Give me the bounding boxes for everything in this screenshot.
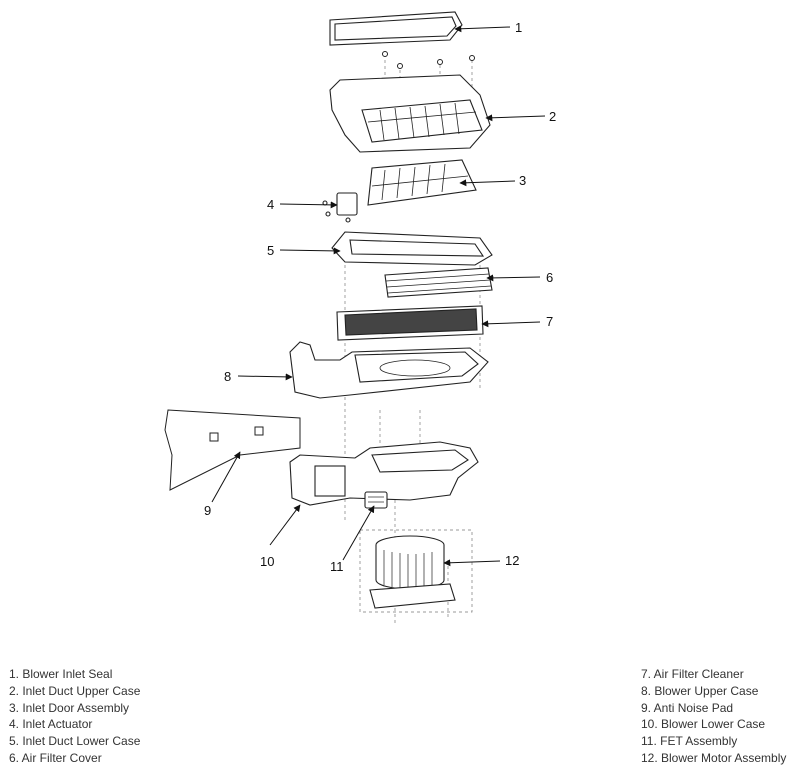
blower-inlet-seal (329, 11, 463, 46)
legend-item: 7. Air Filter Cleaner (641, 667, 744, 681)
callout-5: 5 (267, 243, 274, 258)
legend-right: 7. Air Filter Cleaner 8. Blower Upper Ca… (641, 666, 786, 767)
callout-7: 7 (546, 314, 553, 329)
legend-item: 4. Inlet Actuator (9, 717, 93, 732)
fet-assembly (364, 491, 388, 509)
legend-item: 8. Blower Upper Case (641, 683, 759, 698)
legend-item: 11. FET Assembly (641, 734, 738, 749)
inlet-door-assembly (367, 159, 477, 206)
callout-11: 11 (330, 559, 344, 574)
legend-item: 1. Blower Inlet Seal (9, 667, 113, 681)
legend-item: 10. Blower Lower Case (641, 717, 766, 732)
screw-icon (382, 51, 475, 69)
air-filter-cleaner (336, 305, 484, 341)
air-filter-cover (384, 267, 493, 298)
blower-motor-assembly (359, 529, 473, 613)
inlet-duct-upper-case (329, 74, 491, 153)
legend-item: 6. Air Filter Cover (9, 750, 102, 765)
callout-12: 12 (505, 553, 519, 568)
legend-item: 9. Anti Noise Pad (641, 700, 734, 715)
callout-10: 10 (260, 554, 274, 569)
callout-4: 4 (267, 197, 274, 212)
callout-1: 1 (515, 20, 522, 35)
callout-9: 9 (204, 503, 211, 518)
leader-lines (211, 25, 546, 567)
callout-8: 8 (224, 369, 231, 384)
anti-noise-pad (164, 409, 301, 491)
blower-upper-case (289, 341, 489, 399)
callout-2: 2 (549, 109, 556, 124)
inlet-actuator (322, 192, 358, 223)
legend-left: 1. Blower Inlet Seal 2. Inlet Duct Upper… (9, 666, 140, 767)
legend-item: 5. Inlet Duct Lower Case (9, 734, 141, 749)
legend-item: 12. Blower Motor Assembly (641, 750, 787, 765)
exploded-parts-diagram: 1 2 3 4 5 6 7 8 9 10 11 12 (164, 11, 556, 625)
legend-item: 3. Inlet Door Assembly (9, 700, 130, 715)
legend-item: 2. Inlet Duct Upper Case (9, 683, 141, 698)
callout-3: 3 (519, 173, 526, 188)
blower-lower-case (289, 441, 479, 506)
callout-6: 6 (546, 270, 553, 285)
inlet-duct-lower-case (331, 231, 493, 266)
